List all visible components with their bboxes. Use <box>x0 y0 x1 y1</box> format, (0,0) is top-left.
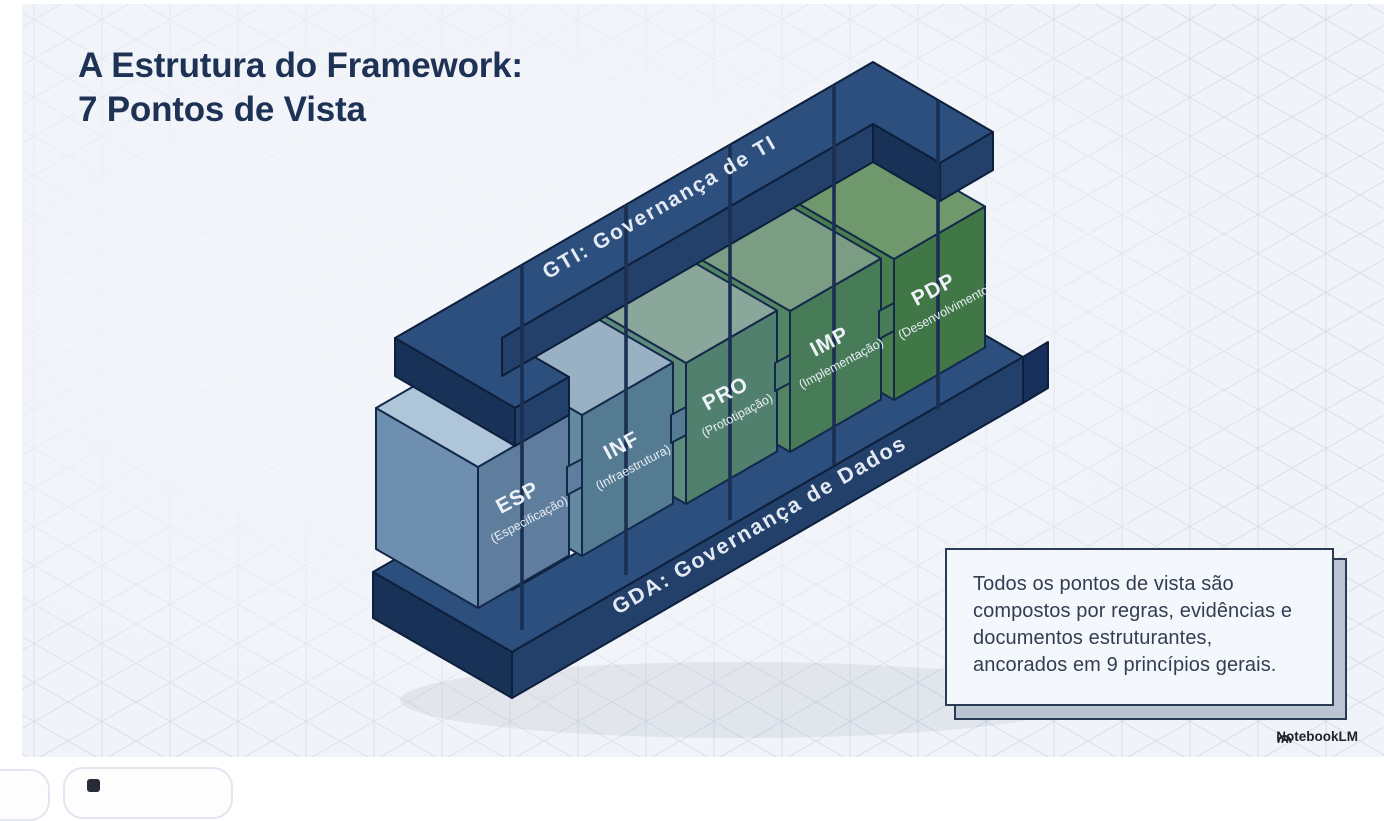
top-beam-right-end-cap <box>939 131 994 202</box>
viewer-page-chip[interactable] <box>63 767 233 819</box>
viewer-control-button[interactable] <box>0 769 50 821</box>
viewer-chip-icon <box>87 779 100 792</box>
bottom-beam-end-cap <box>1022 341 1049 404</box>
note-card: Todos os pontos de vista são compostos p… <box>945 548 1334 706</box>
beam-shadow <box>400 662 1080 738</box>
cube-esp-jigsaw-tab <box>566 458 583 496</box>
notebooklm-watermark: NotebookLM <box>1276 729 1358 744</box>
cube-imp-jigsaw-tab <box>878 302 895 340</box>
note-text: Todos os pontos de vista são compostos p… <box>973 573 1293 676</box>
slide-title: A Estrutura do Framework: 7 Pontos de Vi… <box>78 46 523 130</box>
top-beam-gti <box>394 61 994 447</box>
cube-inf-jigsaw-tab <box>670 406 687 444</box>
connector-rods <box>520 85 940 630</box>
notebooklm-logo-icon <box>1277 734 1292 744</box>
cube-pro-jigsaw-tab <box>774 354 791 392</box>
top-beam-left-end-cap <box>514 376 570 447</box>
framework-diagram: GTI: Governança de TI GDA: Governança de… <box>22 4 1384 757</box>
watermark-label: NotebookLM <box>1276 729 1358 744</box>
slide-canvas: GTI: Governança de TI GDA: Governança de… <box>22 4 1384 757</box>
